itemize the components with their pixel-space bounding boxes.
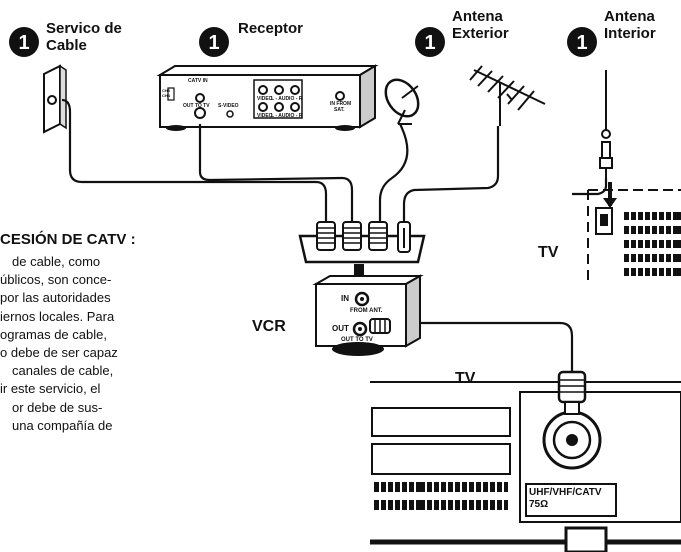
connector-group-icon — [298, 221, 426, 264]
large-tv-icon — [370, 370, 681, 552]
vcr-out-to-tv-label: OUT TO TV — [341, 337, 373, 343]
indoor-antenna-icon — [599, 70, 613, 178]
sidebar-title: CESIÓN DE CATV : — [0, 231, 136, 248]
number-one-icon: 1 — [9, 27, 39, 57]
small-tv-icon — [587, 182, 681, 280]
source-label-line: Exterior — [452, 25, 509, 42]
number-one-icon: 1 — [415, 27, 445, 57]
receiver-channel-switch-label: CH3 CH4 — [162, 88, 171, 98]
vcr-in-label: IN — [341, 294, 349, 303]
number-label: 1 — [576, 32, 587, 54]
receiver-s-video-label: S-VIDEO — [218, 103, 239, 109]
satellite-dish-icon — [384, 78, 420, 125]
paragraph-line: canales de cable, — [12, 363, 114, 379]
receiver-sat-label: SAT. — [334, 107, 345, 113]
sidebar-paragraph: de cable, como úblicos, son conce- por l… — [0, 253, 156, 435]
tv-input-label: UHF/VHF/CATV 75Ω — [529, 487, 602, 511]
paragraph-line: iernos locales. Para — [0, 308, 115, 324]
paragraph-line: úblicos, son conce- — [0, 272, 112, 288]
source-label-line: Antena — [604, 8, 655, 25]
receiver-video-label: VIDEO — [257, 96, 273, 102]
number-one-icon: 1 — [567, 27, 597, 57]
receiver-in-from-label: IN FROM — [330, 101, 352, 107]
source-label-line: Cable — [46, 37, 87, 54]
number-label: 1 — [208, 32, 219, 54]
vcr-out-label: OUT — [332, 324, 349, 333]
source-label-line: Receptor — [238, 20, 304, 37]
paragraph-line: una compañía de — [12, 417, 113, 433]
vcr-icon — [312, 274, 424, 356]
source-label-line: Antena — [452, 8, 503, 25]
receiver-audio-label: L - AUDIO - R — [271, 113, 303, 119]
receiver-catv-in-label: CATV IN — [188, 78, 208, 84]
paragraph-line: por las autoridades — [0, 290, 111, 306]
paragraph-line: ogramas de cable, — [0, 326, 107, 342]
source-label-line: Interior — [604, 25, 656, 42]
paragraph-line: o debe de ser capaz — [0, 345, 118, 361]
paragraph-line: de cable, como — [12, 254, 101, 269]
small-tv-label: TV — [538, 244, 559, 261]
satellite-receiver-icon — [156, 64, 379, 131]
receiver-video-label: VIDEO — [257, 113, 273, 119]
cables — [61, 98, 608, 372]
number-one-icon: 1 — [199, 27, 229, 57]
source-label-line: Servico de — [46, 20, 122, 37]
vcr-label: VCR — [252, 318, 286, 335]
receiver-audio-label: L - AUDIO - R — [271, 96, 303, 102]
tv-input-label-line: UHF/VHF/CATV — [529, 487, 602, 498]
paragraph-line: or debe de sus- — [12, 399, 103, 415]
paragraph-line: ir este servicio, el — [0, 381, 101, 397]
number-label: 1 — [424, 32, 435, 54]
receiver-out-to-tv-label: OUT TO TV — [183, 103, 210, 109]
large-tv-label: TV — [455, 370, 476, 387]
vcr-from-ant-label: FROM ANT. — [350, 308, 383, 314]
number-label: 1 — [18, 32, 29, 54]
outdoor-antenna-icon — [469, 65, 546, 126]
wall-outlet-icon — [43, 64, 67, 134]
tv-input-label-line: 75Ω — [529, 499, 549, 510]
